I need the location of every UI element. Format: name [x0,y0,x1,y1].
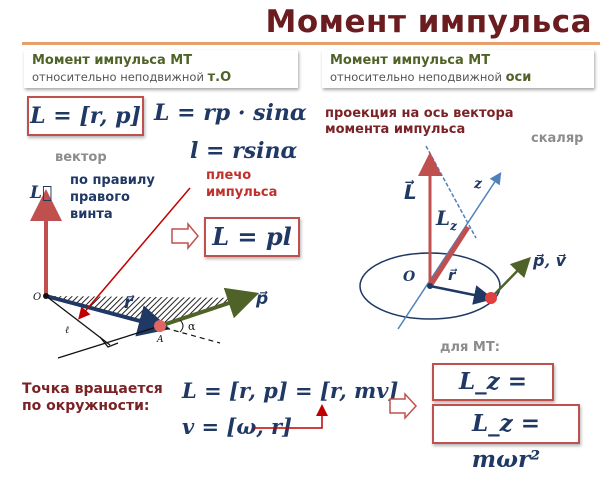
formula-vector-box: L = [r, p] [27,96,144,136]
svg-text:p⃗, v⃗: p⃗, v⃗ [532,251,567,270]
z-axis [397,171,502,330]
r-vector-arrow [45,294,171,337]
projection-text: проекция на ось вектора момента импульса [325,106,514,138]
left-card: Момент импульса МТ относительно неподвиж… [24,50,298,88]
left-card-subtitle: относительно неподвижной т.О [32,70,290,85]
svg-text:Lz: Lz [435,206,458,233]
substitution-arrow [254,404,328,429]
label-vector: вектор [55,150,107,165]
rule-line-2: правого [70,190,130,205]
formula-magnitude: L = rp · sinα [154,100,307,126]
svg-text:A: A [156,335,164,345]
svg-text:α: α [188,320,196,333]
left-card-subtitle-text: относительно неподвижной [32,70,204,84]
projection-line-2: момента импульса [325,122,466,137]
right-card-subtitle: относительно неподвижной оси [330,70,586,85]
svg-text:L⃗: L⃗ [404,179,417,204]
svg-text:z: z [473,176,483,192]
formula-result: L = pl [212,222,292,251]
title-divider [22,42,600,45]
rule-line-3: винта [70,207,113,222]
rotation-line-1: Точка вращается [22,381,163,397]
svg-text:L⃗: L⃗ [29,183,52,203]
right-hand-rule-text: по правилу правого винта [70,172,155,223]
formula-velocity: v = [ω, r] [182,414,292,439]
svg-text:O: O [403,269,416,285]
formula-cross-product: L = [r, p] = [r, mv] [182,378,399,403]
svg-text:r⃗: r⃗ [448,266,458,284]
right-card: Момент импульса МТ относительно неподвиж… [322,50,594,88]
rotation-line-2: по окружности: [22,398,150,414]
right-card-heading: Момент импульса МТ [330,53,491,68]
rotation-text: Точка вращается по окружности: [22,381,163,415]
formula-result-box: L = pl [204,217,300,257]
svg-text:r⃗: r⃗ [124,293,135,313]
left-card-heading: Момент импульса МТ [32,53,193,68]
right-card-subtitle-text: относительно неподвижной [330,70,502,84]
svg-text:p⃗: p⃗ [255,289,268,309]
diagram-graphics: L⃗ O r⃗ p⃗ ℓ A α L⃗ z Lz O r⃗ p⃗, v⃗ [29,145,567,429]
formula-arm: l = rsinα [190,138,298,164]
p-v-vector [490,256,531,299]
Lz-projection [427,225,471,288]
arm-line-1: плечо [206,168,252,183]
implies-arrow-bottom [389,392,418,420]
r-vector-right [429,284,494,305]
label-scalar: скаляр [531,131,584,146]
left-card-subtitle-bold: т.О [207,70,232,85]
projection-line-1: проекция на ось вектора [325,106,514,121]
arm-pointer-arrow [78,187,191,320]
rule-line-1: по правилу [70,173,155,188]
arm-line-2: импульса [206,185,278,200]
svg-text:O: O [33,292,41,303]
svg-text:ℓ: ℓ [65,325,69,336]
implies-arrow-left [171,221,199,251]
formula-vector: L = [r, p] [30,103,141,129]
p-vector-arrow [159,287,260,328]
arm-label: плечо импульса [206,167,277,201]
right-card-subtitle-bold: оси [505,70,532,85]
page-title: Момент импульса [265,4,592,40]
label-for-mt: для МТ: [440,340,500,355]
